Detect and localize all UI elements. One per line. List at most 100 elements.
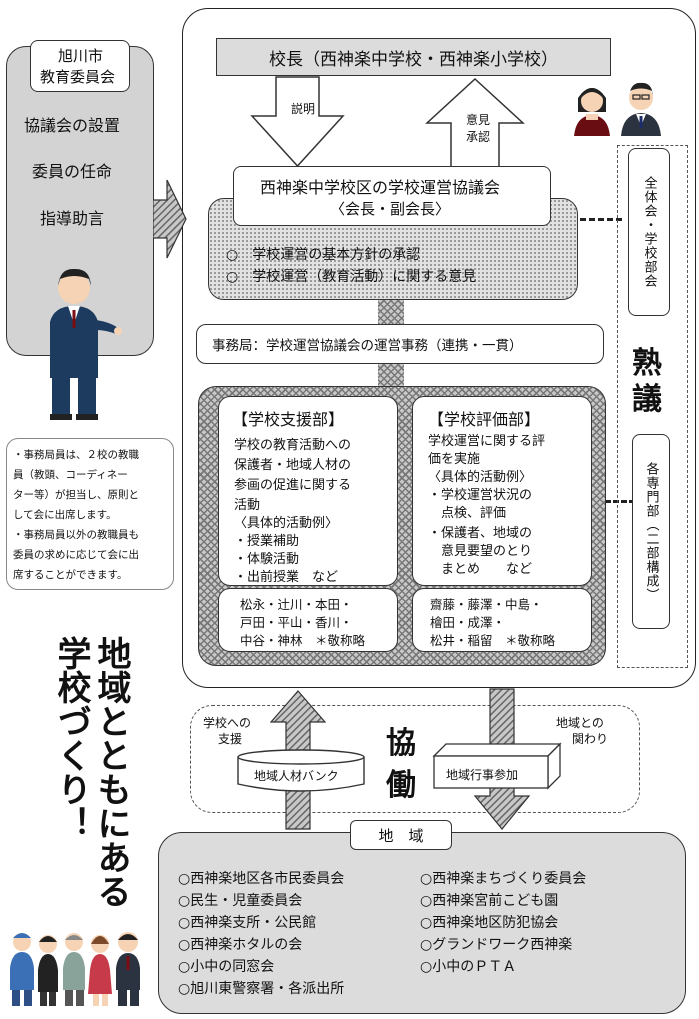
man-in-suit-icon [30,262,122,422]
evaluation-members-box [412,588,592,652]
jukugi-char-1: 熟 [632,346,662,381]
support-line: 学校の教育活動への [234,438,352,453]
talent-bank-cylinder [236,748,366,794]
community-org-left: ○西神楽地区各市民委員会 [178,871,345,887]
support-member-line: 松永・辻川・本田・ [240,597,353,612]
community-relations-label: 地域との [556,716,604,730]
evaluation-line: 〈具体的活動例〉 [428,470,533,485]
community-org-left: ○旭川東警察署・各派出所 [178,981,345,997]
event-participation-box [432,742,562,790]
board-box [6,46,154,356]
approval-label: 承認 [466,130,491,144]
note-line: ・事務局員以外の教職員も [13,529,139,541]
secretariat-label: 事務局：学校運営協議会の運営事務（連携・一貫） [212,338,523,354]
board-title-box [30,40,130,92]
support-dept-title: 【学校支援部】 [232,410,345,429]
all-meeting-box: 全体会・学校部会 [628,148,670,316]
council-title: 西神楽中学校区の学校運営協議会 [260,178,501,197]
collaboration-char-2: 働 [386,768,416,803]
evaluation-member-line: 松井・稲留 ＊敬称略 [430,633,556,648]
school-frame [182,8,696,688]
evaluation-line: ・学校運営状況の [428,488,533,503]
evaluation-line: 意見要望のとり [428,544,533,559]
people-group-icon [6,928,156,1010]
collaboration-zone [190,705,640,813]
community-org-left: ○西神楽ホタルの会 [178,937,303,953]
community-org-left: ○小中の同窓会 [178,959,275,975]
community-org-right: ○小中のＰＴＡ [420,959,517,975]
jukugi-column [617,145,688,668]
community-org-right: ○西神楽まちづくり委員会 [420,871,587,887]
support-line: 参画の促進に関する [234,478,352,493]
support-member-line: 戸田・平山・香川・ [240,615,353,630]
all-meeting-label: 全体会・学校部会 [641,176,657,288]
board-title-line1: 旭川市 [58,47,104,65]
opinion-label: 意見 [466,113,491,127]
evaluation-line: 点検、評価 [428,506,507,521]
collaboration-char-1: 協 [386,726,416,761]
connector-dashed-2 [605,500,635,503]
community-box [158,832,686,1014]
note-line: 員（教頭、コーディネー [13,469,128,481]
community-relations-label: 関わり [572,732,609,746]
board-item-appointment: 委員の任命 [32,162,113,181]
community-title: 地 域 [378,826,424,845]
board-item-guidance: 指導助言 [40,209,105,228]
evaluation-line: まとめ など [428,562,533,577]
slogan-column-2: 学校づくり！ [51,636,91,840]
explain-label: 説明 [291,102,316,116]
council-item-approval: ○ 学校運営の基本方針の承認 [226,247,421,263]
support-line: ・出前授業 など [234,570,339,585]
principal-box: 校長（西神楽中学校・西神楽小学校） [216,38,611,76]
support-member-line: 中谷・神林 ＊敬称略 [240,633,366,648]
community-title-box: 地 域 [350,820,452,850]
support-line: 保護者・地域人材の [234,458,352,473]
council-officers: 〈会長・副会長〉 [330,200,451,218]
principal-label: 校長（西神楽中学校・西神楽小学校） [269,49,558,70]
board-item-council-setup: 協議会の設置 [24,116,121,135]
explain-arrow [250,76,345,168]
support-members-box [218,588,398,652]
principal-male-icon [618,76,664,136]
evaluation-member-line: 齋藤・藤澤・中島・ [430,597,543,612]
board-to-school-arrow [152,178,187,260]
community-org-left: ○西神楽支所・公民館 [178,915,317,931]
secretariat-box [196,324,604,364]
slogan-column-1: 地域とともにある [91,636,131,908]
jukugi-char-2: 議 [632,382,662,417]
council-title-box [233,166,551,226]
support-dept-box [218,396,398,586]
note-line: 委員の求めに応じて会に出 [13,549,139,561]
council-to-secretariat-connector [378,300,404,324]
council-item-opinion: ○ 学校運営（教育活動）に関する意見 [226,269,477,285]
event-participation-label: 地域行事参加 [446,768,519,782]
evaluation-line: ・保護者、地域の [428,526,533,541]
community-org-right: ○西神楽地区防犯協会 [420,915,559,931]
note-line: ・事務局員は、２校の教職 [13,449,139,461]
evaluation-line: 学校運営に関する評 [428,434,546,449]
evaluation-line: 価を実施 [428,452,481,467]
note-box [6,438,174,590]
evaluation-dept-title: 【学校評価部】 [428,410,541,429]
talent-bank-label: 地域人材バンク [254,769,339,783]
community-org-right: ○西神楽宮前こども園 [420,893,559,909]
dept-label: 各専門部（二部構成） [643,461,659,602]
note-line: 席することができます。 [13,569,128,581]
evaluation-member-line: 檜田・成澤・ [430,615,506,630]
board-title-line2: 教育委員会 [40,68,116,86]
secretariat-to-depts-connector [378,364,404,388]
school-support-label: 学校への [203,716,252,730]
support-line: ・体験活動 [234,552,300,567]
note-line: ター等）が担当し、原則と [13,489,139,501]
connector-dashed-1 [580,218,622,221]
teacher-female-icon [570,78,614,136]
community-org-left: ○民生・児童委員会 [178,893,303,909]
support-line: 〈具体的活動例〉 [234,516,339,531]
support-line: ・授業補助 [234,534,300,549]
school-support-label: 支援 [218,732,243,746]
note-line: して会に出席します。 [13,509,117,521]
dept-box: 各専門部（二部構成） [632,434,670,629]
community-org-right: ○グランドワーク西神楽 [420,937,573,953]
evaluation-dept-box [412,396,592,586]
support-line: 活動 [234,498,261,513]
